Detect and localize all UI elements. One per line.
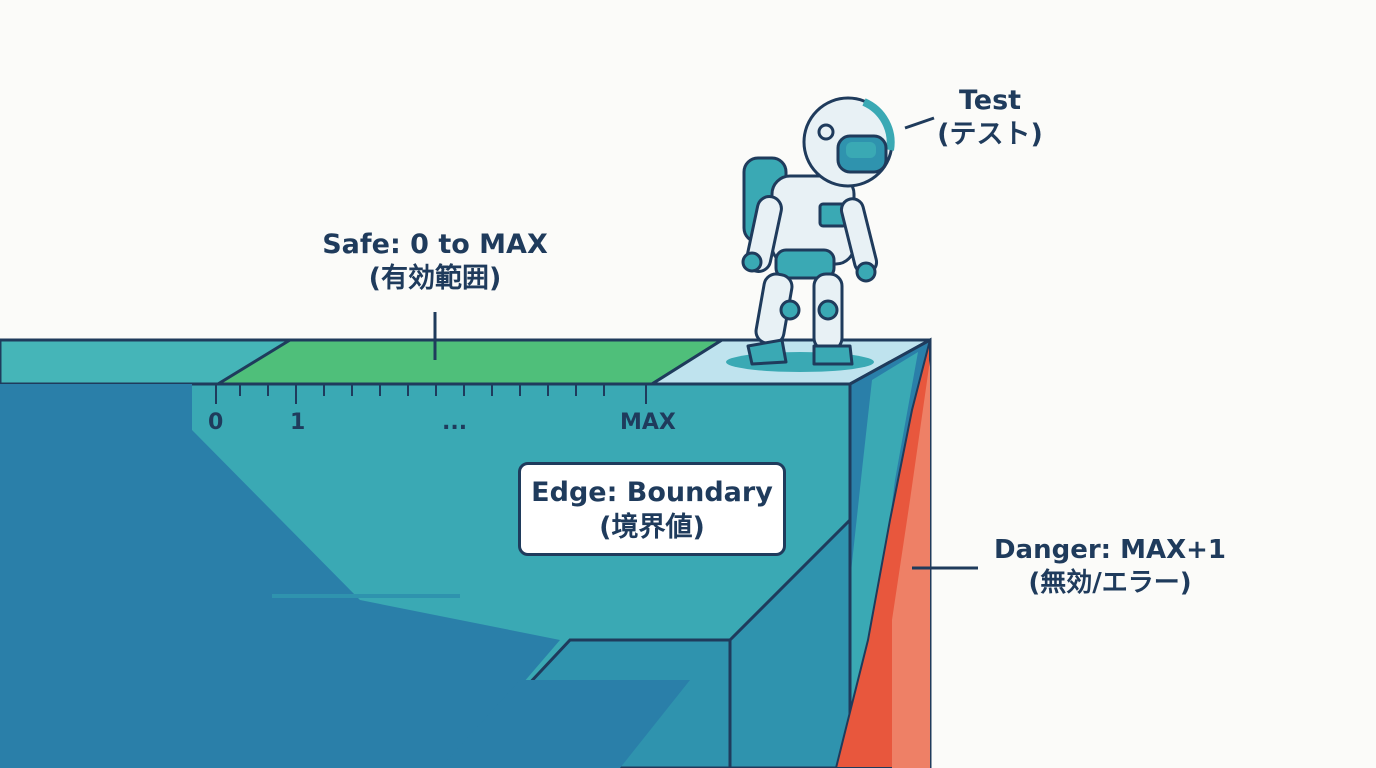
danger-subtitle: (無効/エラー) — [1028, 567, 1192, 598]
robot-icon — [726, 96, 895, 372]
tick-label-max: MAX — [620, 410, 676, 435]
safe-zone-title: Safe: 0 to MAX — [322, 229, 548, 260]
safe-zone — [212, 338, 728, 386]
edge-boundary-callout: Edge: Boundary (境界値) — [518, 462, 786, 556]
danger-zone-highlight — [892, 360, 930, 768]
edge-title: Edge: Boundary — [531, 477, 773, 508]
edge-subtitle: (境界値) — [599, 512, 705, 544]
test-leader-line — [904, 116, 935, 130]
cliff-side-highlight — [832, 352, 918, 768]
ruler-ticks — [215, 384, 647, 404]
test-subtitle: (テスト) — [937, 118, 1043, 150]
tick-label-zero: 0 — [208, 410, 224, 435]
cliff-lower-shade — [440, 680, 690, 768]
danger-title: Danger: MAX+1 — [993, 535, 1227, 565]
cliff-bevel — [728, 516, 852, 768]
test-title: Test — [958, 85, 1022, 116]
safe-zone-label: Safe: 0 to MAX (有効範囲) — [300, 228, 570, 296]
test-label: Test (テスト) — [920, 84, 1060, 152]
tick-label-ellipsis: ... — [442, 410, 468, 435]
tick-label-one: 1 — [290, 410, 306, 435]
danger-zone-label: Danger: MAX+1 (無効/エラー) — [980, 534, 1240, 599]
safe-zone-subtitle: (有効範囲) — [368, 262, 502, 294]
cliff-shadow-facet — [0, 384, 560, 768]
